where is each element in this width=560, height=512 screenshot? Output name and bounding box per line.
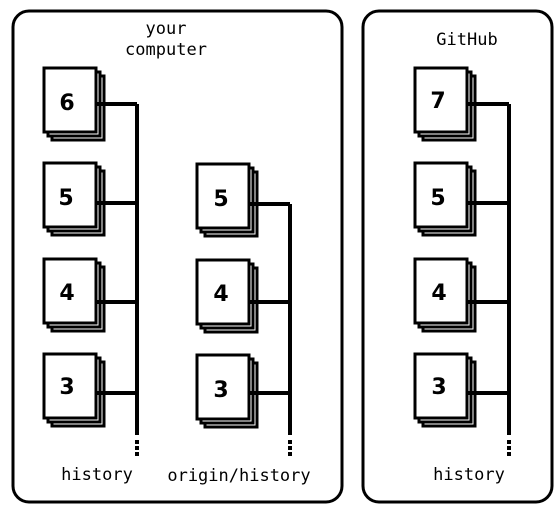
commit-stack: 5 bbox=[413, 161, 509, 237]
branch-origin-history: 5 4 3 origin/history bbox=[167, 162, 311, 486]
panel-your-computer: your computer 6 5 bbox=[11, 9, 344, 504]
branch-history-github: 7 5 4 3 hist bbox=[413, 66, 511, 485]
commit-stack: 6 bbox=[42, 66, 137, 142]
commit-stack: 4 bbox=[195, 258, 290, 334]
commit-stack: 5 bbox=[195, 162, 290, 238]
commit-number: 5 bbox=[58, 186, 73, 211]
commit-stack: 3 bbox=[42, 352, 137, 428]
commit-stack: 5 bbox=[42, 161, 137, 237]
commit-stack: 3 bbox=[413, 352, 509, 428]
commit-stack: 4 bbox=[413, 257, 509, 333]
commit-number: 4 bbox=[431, 281, 446, 306]
commit-stack: 3 bbox=[195, 353, 290, 429]
branch-continuation-dots bbox=[288, 440, 292, 456]
panel-title-line-1: GitHub bbox=[436, 30, 497, 50]
panel-github-border bbox=[361, 9, 554, 504]
branch-history-local: 6 5 4 3 hist bbox=[42, 66, 139, 485]
commit-number: 6 bbox=[59, 91, 74, 116]
panel-your-computer-border bbox=[11, 9, 344, 504]
commit-number: 4 bbox=[59, 281, 74, 306]
commit-number: 4 bbox=[213, 282, 228, 307]
commit-number: 3 bbox=[59, 375, 74, 400]
commit-stack: 4 bbox=[42, 257, 137, 333]
panel-title-line-2: computer bbox=[125, 40, 207, 60]
panel-github: GitHub 7 5 bbox=[361, 9, 554, 504]
panel-title-line-1: your bbox=[146, 19, 187, 39]
commit-number: 7 bbox=[430, 89, 445, 114]
commit-number: 3 bbox=[431, 375, 446, 400]
branch-continuation-dots bbox=[135, 440, 139, 456]
branch-continuation-dots bbox=[507, 440, 511, 456]
commit-number: 5 bbox=[213, 187, 228, 212]
commit-stack: 7 bbox=[413, 66, 509, 142]
branch-label: origin/history bbox=[167, 466, 310, 486]
commit-number: 5 bbox=[430, 186, 445, 211]
branch-label: history bbox=[61, 465, 133, 485]
branch-label: history bbox=[433, 465, 505, 485]
commit-number: 3 bbox=[213, 378, 228, 403]
